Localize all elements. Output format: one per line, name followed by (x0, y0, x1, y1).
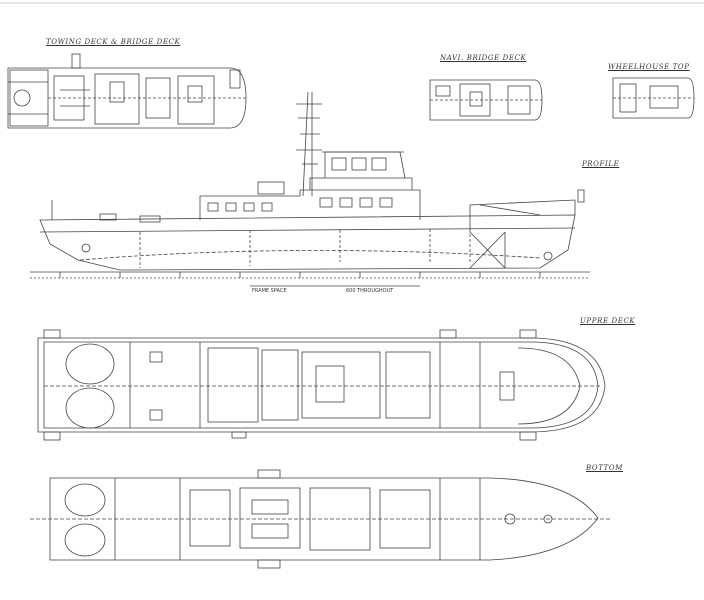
wheelhouse-top-label: WHEELHOUSE TOP (608, 63, 690, 71)
towing-deck-plan (7, 53, 247, 129)
frame-space-value: 600 THROUGHOUT (346, 288, 394, 294)
navi-bridge-deck-plan (429, 79, 543, 121)
profile-elevation (30, 91, 590, 287)
wheelhouse-top-plan (612, 77, 695, 119)
upper-deck-label: UPPRE DECK (580, 317, 636, 325)
frame-space-label: FRAME SPACE (252, 288, 287, 294)
bottom-label: BOTTOM (586, 464, 623, 472)
towing-deck-label: TOWING DECK & BRIDGE DECK (46, 38, 181, 46)
profile-label: PROFILE (582, 160, 620, 168)
upper-deck-plan (37, 329, 606, 441)
bottom-plan (30, 469, 610, 569)
navi-bridge-deck-label: NAVI. BRIDGE DECK (440, 54, 527, 62)
